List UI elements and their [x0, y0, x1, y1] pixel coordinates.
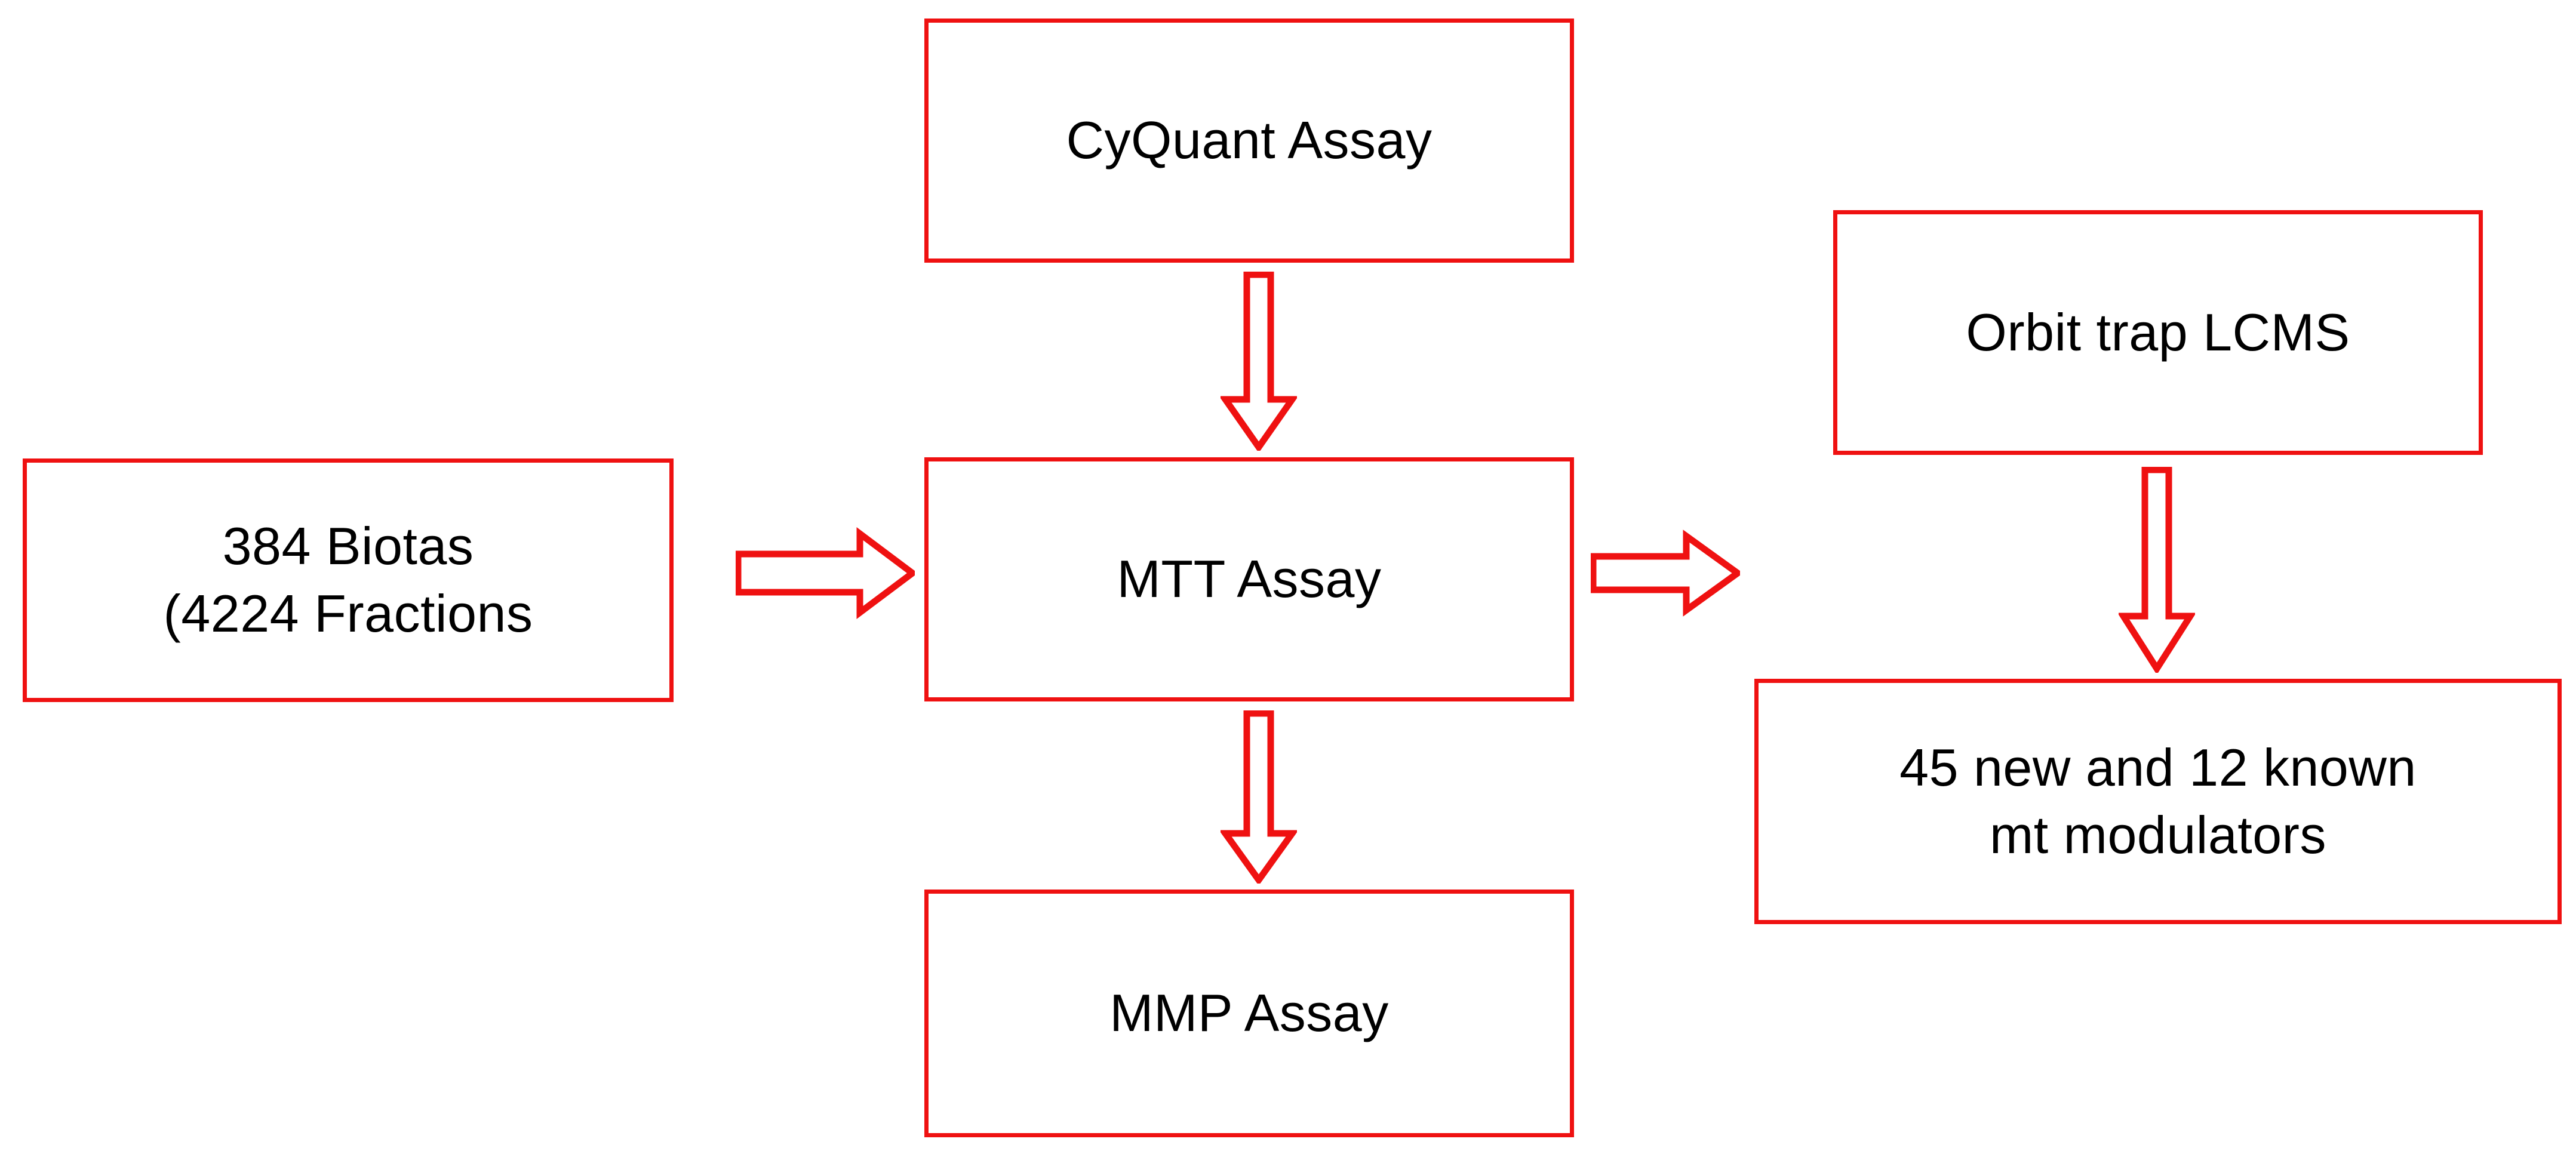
node-mmp-assay[interactable]: MMP Assay [924, 890, 1574, 1137]
arrow-right-icon-biotas-to-mtt [736, 525, 915, 621]
node-mt-modulators-label: 45 new and 12 known mt modulators [1899, 737, 2417, 864]
node-orbit-trap-lcms[interactable]: Orbit trap LCMS [1833, 210, 2483, 455]
arrow-right-icon-mtt-to-lcms [1591, 525, 1740, 621]
node-cyquant-assay-label: CyQuant Assay [1066, 110, 1433, 170]
node-mtt-assay[interactable]: MTT Assay [924, 457, 1574, 701]
node-384-biotas-label: 384 Biotas (4224 Fractions [163, 516, 533, 643]
arrow-down-icon-lcms-to-modulators [2119, 467, 2195, 673]
arrow-down-icon-mtt-to-mmp [1221, 710, 1297, 884]
node-orbit-trap-lcms-label: Orbit trap LCMS [1966, 302, 2350, 362]
node-mmp-assay-label: MMP Assay [1109, 983, 1389, 1043]
node-cyquant-assay[interactable]: CyQuant Assay [924, 19, 1574, 263]
arrow-down-icon-cyquant-to-mtt [1221, 272, 1297, 451]
node-mtt-assay-label: MTT Assay [1117, 549, 1382, 609]
node-384-biotas[interactable]: 384 Biotas (4224 Fractions [23, 458, 674, 702]
node-mt-modulators[interactable]: 45 new and 12 known mt modulators [1754, 679, 2562, 924]
